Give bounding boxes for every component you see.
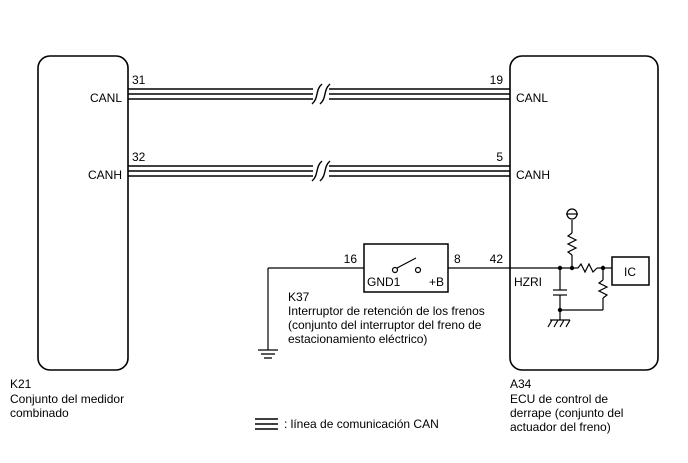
junction-node — [557, 307, 563, 313]
a34-signal-hzri: HZRI — [514, 275, 542, 289]
junction-node — [600, 265, 606, 271]
a34-name-line3: actuador del freno) — [510, 420, 611, 434]
k37-terminal-gnd1: GND1 — [367, 275, 401, 289]
canl-bus-line — [128, 83, 510, 105]
ground-left-icon — [258, 349, 278, 359]
k37-pin-8: 8 — [454, 252, 461, 266]
k37-terminal-b: +B — [429, 275, 444, 289]
k21-name-line1: Conjunto del medidor — [10, 392, 124, 406]
k21-signal-canl: CANL — [90, 91, 122, 105]
k21-component-box — [37, 55, 129, 371]
canh-bus-line — [128, 160, 510, 182]
a34-pin-42: 42 — [490, 252, 504, 266]
legend-text: : línea de comunicación CAN — [284, 417, 439, 431]
junction-node — [557, 265, 563, 271]
k37-pin-16: 16 — [344, 252, 358, 266]
ground-internal-icon — [547, 319, 571, 328]
k37-name-line3: estacionamiento eléctrico) — [288, 332, 427, 346]
k37-name-line1: Interruptor de retención de los frenos — [288, 304, 485, 318]
a34-component-box — [509, 55, 659, 371]
k21-name-line2: combinado — [10, 406, 69, 420]
a34-pin-5: 5 — [496, 150, 503, 164]
power-supply-icon — [566, 208, 578, 220]
a34-internal-circuit — [510, 220, 612, 320]
legend-can-line-icon — [255, 418, 278, 430]
k37-name-line2: (conjunto del interruptor del freno de — [288, 318, 482, 332]
a34-name-line2: derrape (conjunto del — [510, 406, 623, 420]
k21-pin-32: 32 — [132, 150, 146, 164]
k37-code: K37 — [288, 290, 310, 304]
k21-code: K21 — [10, 377, 32, 391]
a34-signal-canl: CANL — [516, 91, 548, 105]
ic-box — [611, 256, 650, 286]
a34-code: A34 — [510, 377, 532, 391]
k21-pin-31: 31 — [132, 73, 146, 87]
ground-wire — [267, 267, 364, 350]
junction-node — [569, 265, 575, 271]
k21-signal-canh: CANH — [88, 168, 122, 182]
a34-signal-canh: CANH — [516, 168, 550, 182]
a34-pin-19: 19 — [490, 73, 504, 87]
ic-label: IC — [624, 265, 636, 279]
switch-contact-symbol — [391, 257, 422, 274]
a34-name-line1: ECU de control de — [510, 392, 608, 406]
